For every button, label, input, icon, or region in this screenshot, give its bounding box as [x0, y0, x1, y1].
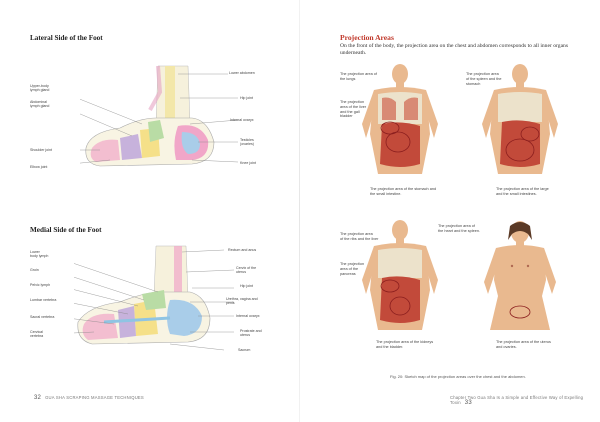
lateral-label-right: Internal ovaryx: [230, 118, 254, 122]
left-page: Lateral Side of the Foot: [30, 34, 262, 401]
page-number: 32: [34, 395, 42, 401]
lateral-label-right: Lower abdomen: [229, 71, 255, 75]
lateral-foot-heading: Lateral Side of the Foot: [30, 34, 103, 42]
figure-caption: The projection area of the kidneys and t…: [376, 340, 434, 349]
figure-label: The projection area of the heart and the…: [438, 224, 481, 233]
figure-label: The projection area of the ribs and the …: [340, 232, 379, 241]
female-figure-uterus: [484, 221, 556, 330]
lateral-label-left: Shoulder joint: [30, 148, 52, 152]
figure-label: The projection area of the liver and the…: [340, 100, 367, 119]
projection-intro: On the front of the body, the projection…: [340, 43, 569, 57]
projection-heading: Projection Areas: [340, 33, 394, 42]
right-folio: Chapter Two Gua Sha Is a Simple and Effe…: [450, 395, 600, 406]
page-number: 33: [464, 400, 472, 406]
medial-label-right: Sacrum: [238, 348, 251, 352]
lateral-label-right: Knee joint: [240, 161, 256, 165]
book-gutter: [299, 0, 300, 422]
medial-label-left: Lower body lymph: [30, 250, 49, 259]
medial-label-right: Prostrate and uterus: [240, 329, 262, 338]
figure-caption: The projection area of the large and the…: [496, 187, 549, 196]
lateral-label-right: Testicles (ovaries): [240, 138, 254, 147]
lateral-label-left: Abdominal lymph gland: [30, 100, 50, 109]
medial-label-right: Cervix of the uterus: [236, 266, 257, 275]
running-head: GUA SHA SCRAPING MASSAGE TECHNIQUES: [45, 395, 144, 400]
medial-label-left: Cervical vertebra: [30, 330, 44, 339]
right-page: Projection Areas On the front of the bod…: [300, 0, 600, 422]
lateral-label-left: Elbow joint: [30, 165, 48, 169]
medial-label-left: Pelvic lymph: [30, 283, 51, 287]
medial-label-left: Lumbar vertebra: [30, 298, 57, 302]
figure-20-caption: Fig. 20: Sketch map of the projection ar…: [390, 374, 526, 379]
torso-figure-spleen-stomach: [482, 64, 558, 174]
medial-label-left: Groin: [30, 268, 39, 272]
figure-label: The projection area of the pancreas: [340, 262, 365, 276]
medial-label-right: Hip joint: [240, 284, 253, 288]
figure-caption: The projection area of the stomach and t…: [370, 187, 437, 196]
torso-figure-ribs-heart: [362, 220, 438, 330]
lateral-label-right: Hip joint: [240, 96, 253, 100]
figure-caption: The projection area of the uterus and ov…: [496, 340, 551, 349]
medial-foot-diagram: [74, 245, 234, 351]
medial-label-right: Urethra, vagina and penis: [226, 297, 258, 306]
lateral-label-left: Upper-body lymph gland: [30, 84, 50, 93]
figure-label: The projection area of the lungs: [340, 72, 377, 81]
medial-label-right: Rectum and anus: [228, 248, 257, 252]
medial-label-left: Sacral vertebra: [30, 315, 55, 319]
running-head: Chapter Two Gua Sha Is a Simple and Effe…: [450, 395, 584, 405]
figure-label: The projection area of the spleen and th…: [466, 72, 502, 86]
medial-label-right: Internal ovaryx: [236, 314, 260, 318]
medial-foot-heading: Medial Side of the Foot: [30, 226, 102, 234]
torso-figure-lungs-liver: [362, 64, 438, 174]
lateral-foot-diagram: [80, 65, 239, 167]
